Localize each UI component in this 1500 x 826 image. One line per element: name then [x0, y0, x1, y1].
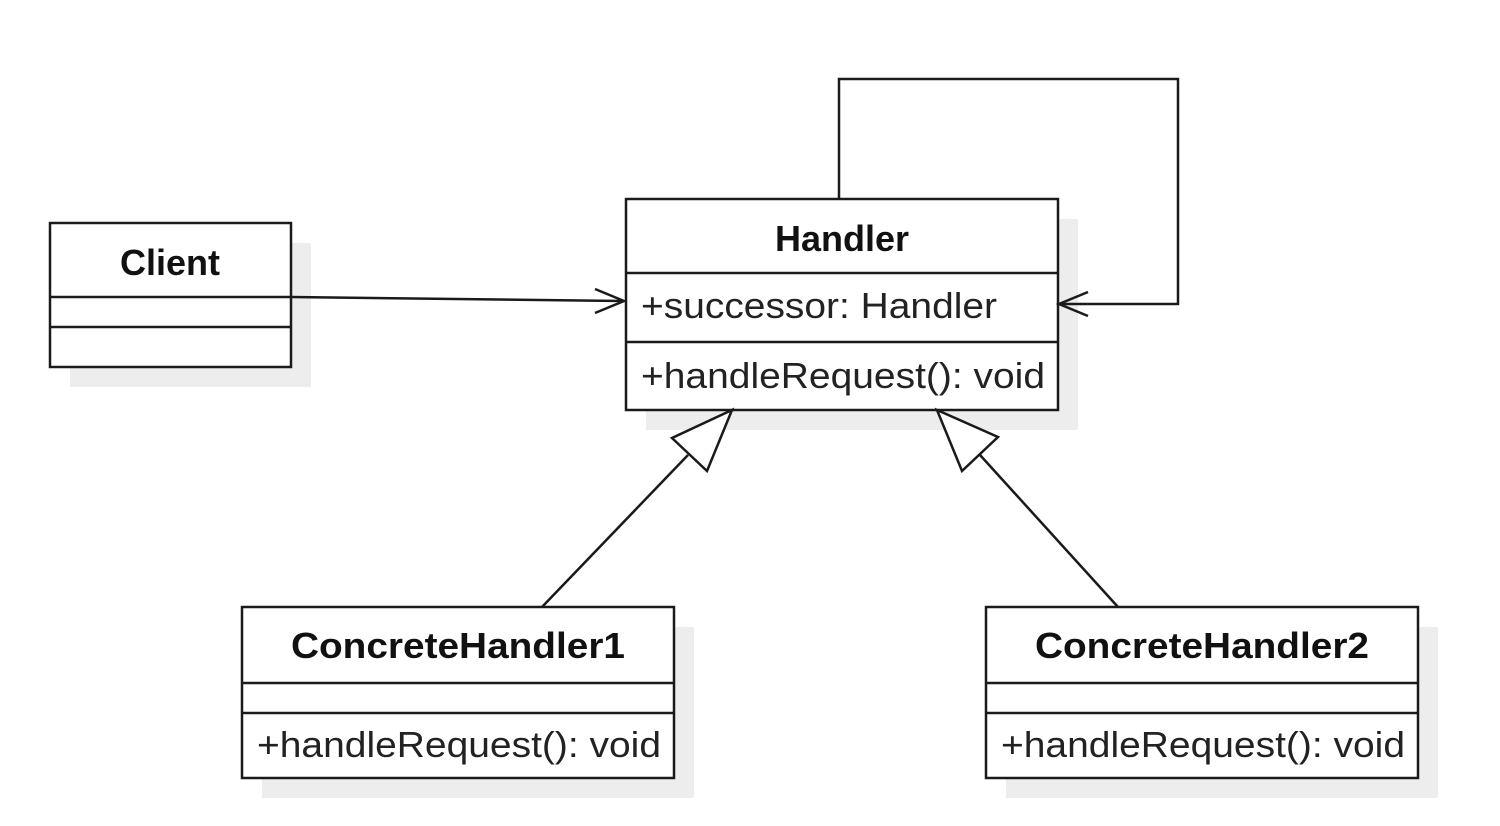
hollow-triangle-arrowhead-icon [669, 407, 735, 474]
generalization-line [541, 454, 689, 608]
hollow-triangle-arrowhead-icon [934, 407, 1001, 474]
association-client-to-handler[interactable] [290, 287, 628, 315]
concrete-handler-2-method-handle-request: +handleRequest(): void [1001, 724, 1405, 765]
client-box [48, 221, 293, 369]
class-concrete-handler-1[interactable]: ConcreteHandler1 +handleRequest(): void [240, 605, 694, 798]
self-association-line [837, 77, 1180, 306]
handler-class-name: Handler [775, 218, 909, 259]
association-line [290, 295, 623, 303]
generalization-concrete-handler-1-to-handler[interactable] [541, 407, 735, 608]
open-arrowhead-icon [1055, 290, 1089, 318]
generalization-concrete-handler-2-to-handler[interactable] [934, 407, 1119, 608]
class-client[interactable]: Client [48, 221, 311, 387]
self-association-handler-successor[interactable] [837, 77, 1180, 318]
class-handler[interactable]: Handler +successor: Handler +handleReque… [624, 197, 1078, 430]
client-class-name: Client [120, 242, 220, 283]
concrete-handler-1-class-name: ConcreteHandler1 [291, 625, 625, 666]
concrete-handler-2-class-name: ConcreteHandler2 [1035, 625, 1369, 666]
handler-box [624, 197, 1060, 412]
concrete-handler-2-box [984, 605, 1420, 780]
open-arrowhead-icon [594, 287, 628, 315]
concrete-handler-1-method-handle-request: +handleRequest(): void [257, 724, 661, 765]
concrete-handler-1-box [240, 605, 676, 780]
handler-attribute-successor: +successor: Handler [641, 285, 997, 326]
class-concrete-handler-2[interactable]: ConcreteHandler2 +handleRequest(): void [984, 605, 1438, 798]
generalization-line [979, 454, 1119, 608]
handler-method-handle-request: +handleRequest(): void [641, 355, 1045, 396]
